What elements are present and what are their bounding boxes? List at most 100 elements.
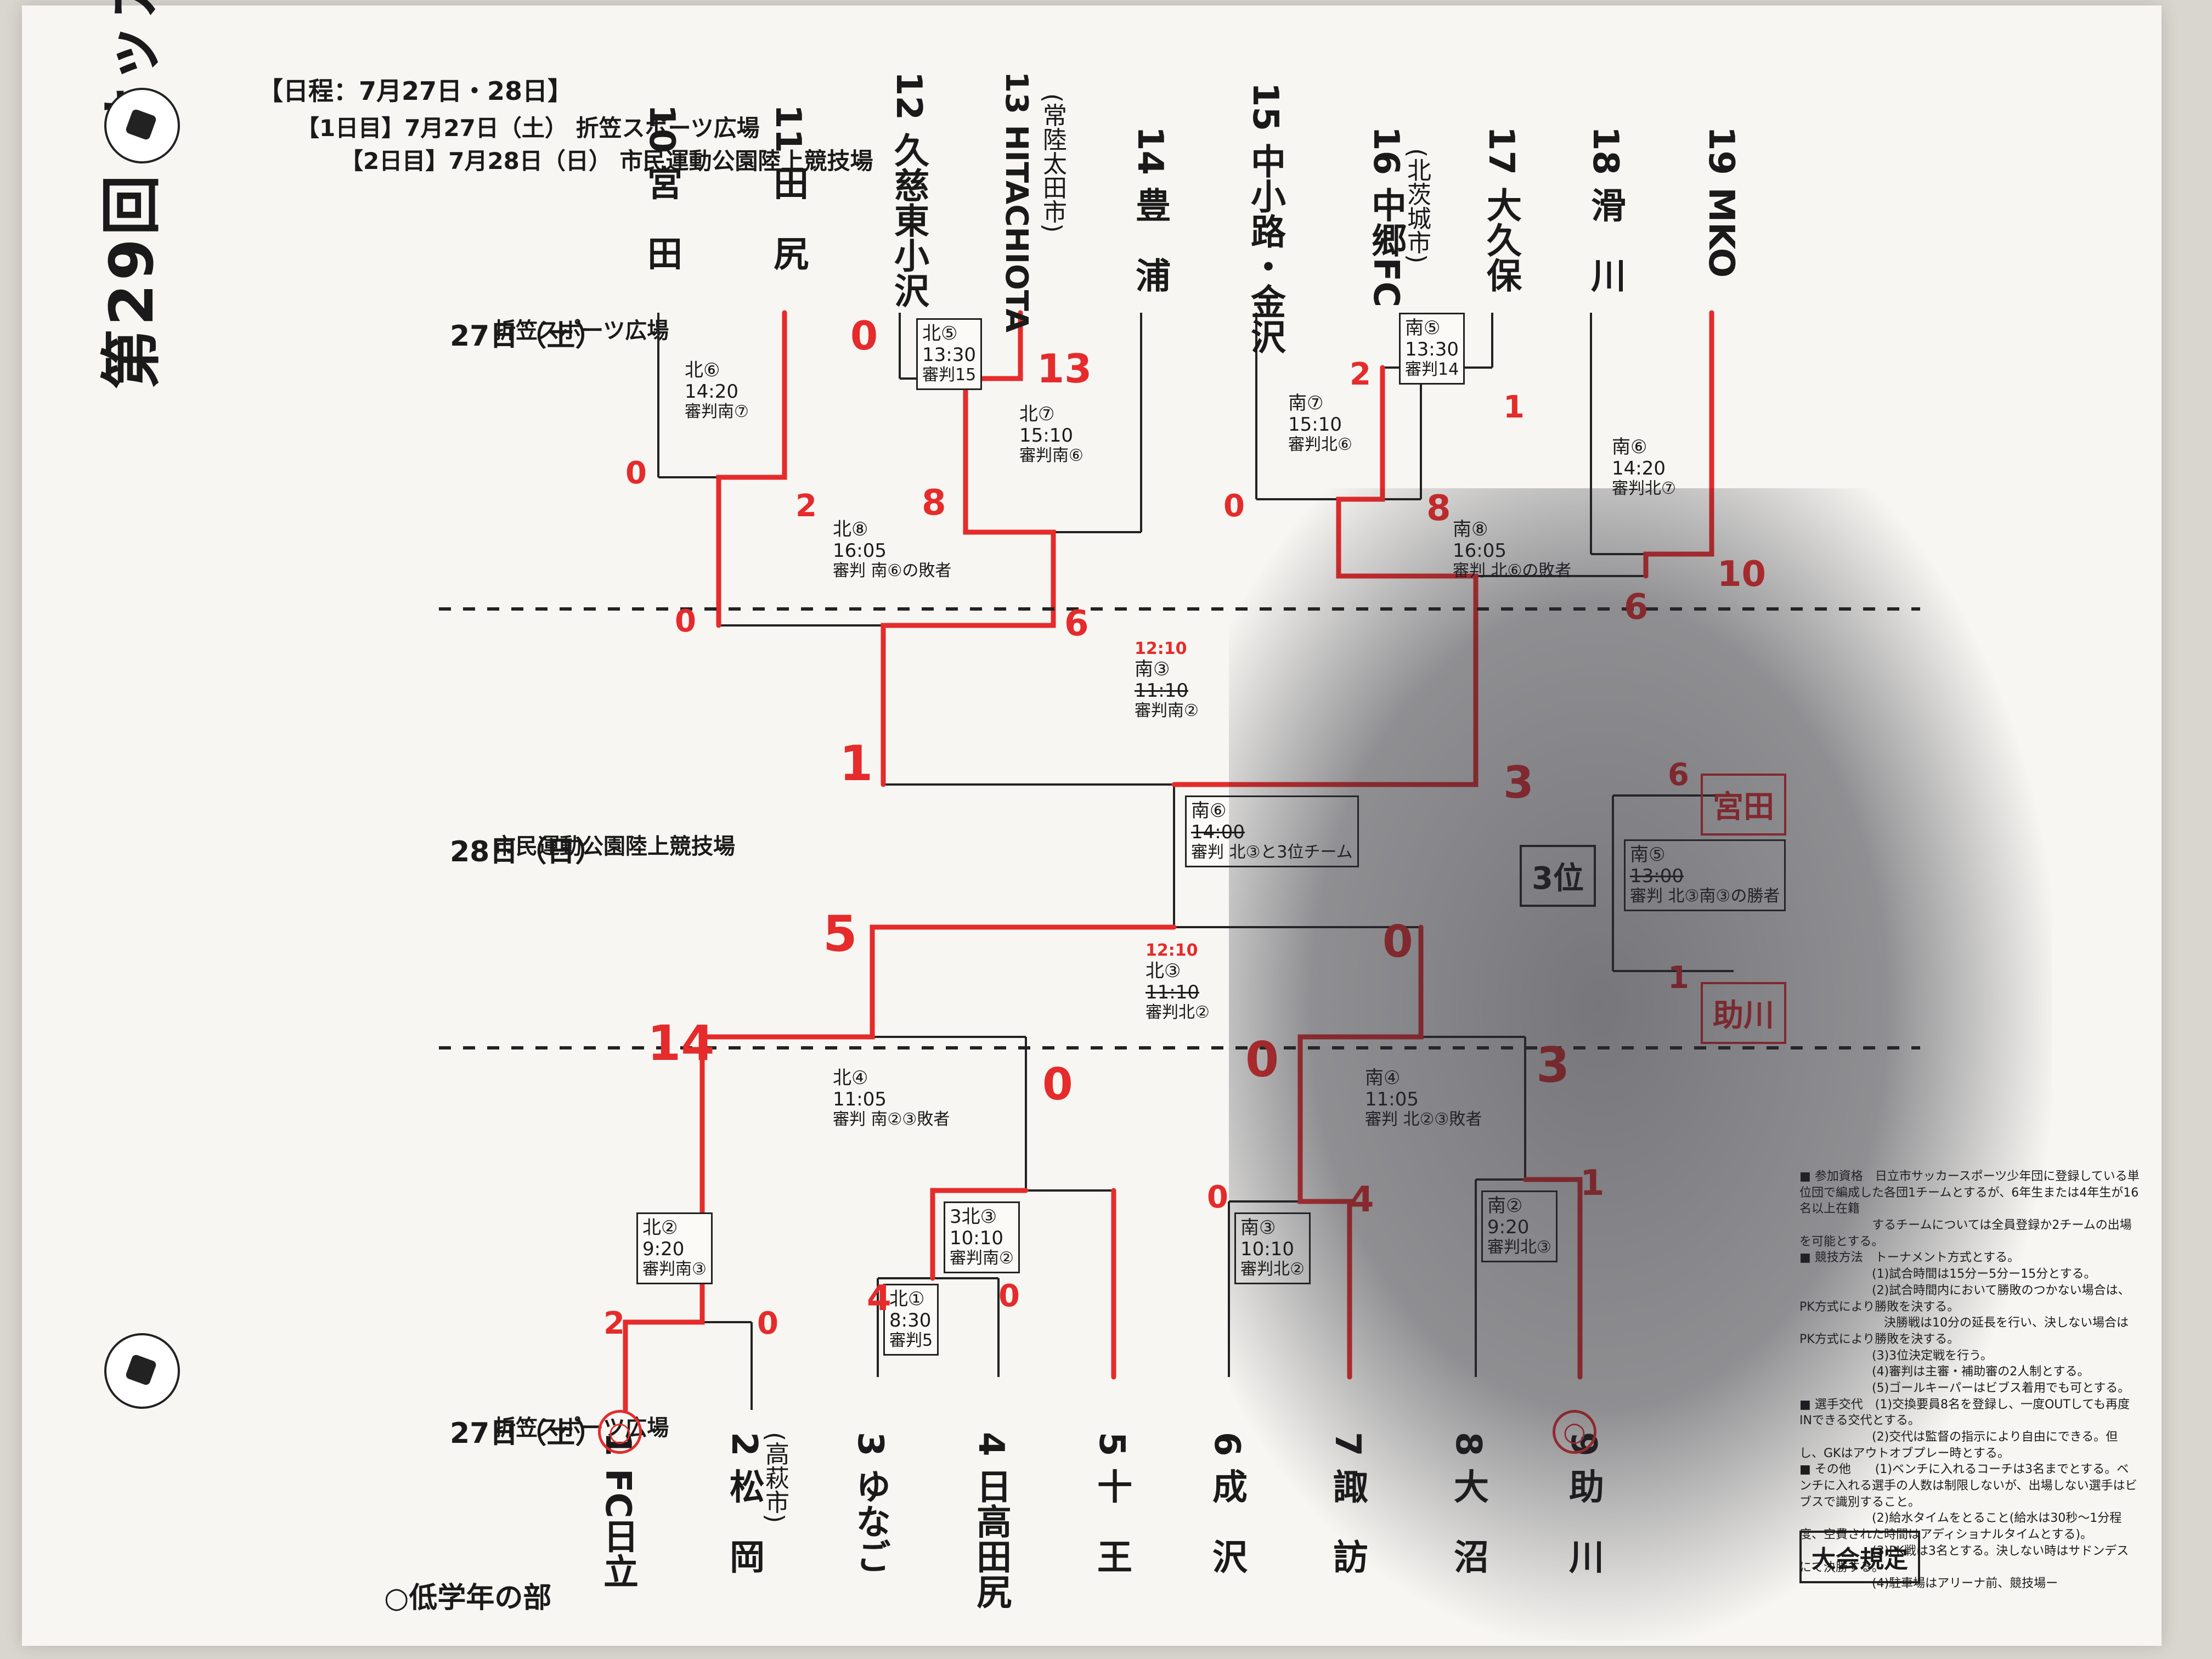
match-time-revised: 12:10 (1135, 639, 1187, 658)
match-referee: 審判南③ (642, 1260, 707, 1279)
match-referee: 審判 北⑥の敗者 (1453, 561, 1572, 581)
match-time: 13:30 (922, 344, 976, 366)
match-kita3: 3北③ 10:10 審判南② (944, 1201, 1020, 1273)
match-referee: 審判15 (922, 365, 977, 385)
score: 6 (1668, 757, 1689, 793)
score: 0 (1245, 1031, 1279, 1088)
match-kita3b: 12:10 北③ 11:10 審判北② (1141, 938, 1214, 1025)
third-place-label: 3位 (1520, 845, 1596, 907)
match-minami6: 南⑥ 14:20 審判北⑦ (1607, 433, 1680, 502)
team-name: 宮 田 (641, 165, 682, 271)
team-name: 滑 川 (1585, 187, 1626, 293)
team-city: (北茨城市) (1403, 148, 1431, 264)
match-time: 11:05 (833, 1088, 887, 1111)
match-time: 9:20 (642, 1238, 685, 1261)
team-number: 10 (641, 104, 682, 154)
score: 0 (850, 313, 878, 359)
match-court: 3北③ (950, 1206, 997, 1228)
rule-line: ■ 参加資格 日立市サッカースポーツ少年団に登録している単位団で編成した各団1チ… (1799, 1170, 2140, 1216)
match-referee: 審判南② (1135, 701, 1199, 720)
match-court: 北④ (833, 1067, 868, 1089)
match-minami4: 南④ 11:05 審判 北②③敗者 (1361, 1064, 1486, 1133)
score: 8 (1426, 488, 1451, 529)
rule-line: (2)給水タイムをとること(給水は30秒～1分程度、空費された時間はアディショナ… (1799, 1511, 2122, 1542)
rule-line: するチームについては全員登録か2チームの出場を可能とする。 (1799, 1218, 2132, 1249)
match-final: 南⑥ 14:00 審判 北③と3位チーム (1185, 795, 1359, 867)
venue-right-place: 折笠スポーツ広場 (494, 318, 669, 343)
rule-line: ■ その他 (1)ベンチに入れるコーチは3名までとする。ベンチに入れる選手の人数… (1799, 1463, 2137, 1509)
rule-line: (4)審判は主審・補助審の2人制とする。 (1799, 1365, 2090, 1379)
bracket-sheet: 第29回 サッカー 種目組合せ 【日程：7月27日・28日】 【1日目】7月27… (22, 0, 2162, 1646)
match-kita4: 北④ 11:05 審判 南②③敗者 (828, 1064, 954, 1133)
match-court: 南③ (1240, 1217, 1276, 1239)
team-name: 中郷FC (1365, 187, 1406, 308)
rule-line: ■ 競技方法 トーナメント方式とする。 (1799, 1251, 2020, 1265)
team-name: FC日立 (597, 1468, 638, 1589)
match-referee: 審判北③ (1487, 1238, 1551, 1257)
match-court: 南② (1487, 1195, 1523, 1217)
team-city: (常陸太田市) (1039, 93, 1066, 233)
match-time: 13:00 (1630, 865, 1684, 888)
score: 1 (1503, 390, 1525, 425)
rules-block: ■ 参加資格 日立市サッカースポーツ少年団に登録している単位団で編成した各団1チ… (1799, 1169, 2140, 1592)
rule-line: (5)ゴールキーパーはビブス着用でも可とする。 (1799, 1381, 2130, 1395)
team-name: 日高田尻 (970, 1468, 1011, 1609)
team-name: 十 王 (1091, 1468, 1132, 1574)
score: 0 (998, 1278, 1020, 1314)
venue-left-date: 27日（土） (450, 1417, 604, 1450)
venue-mid-place: 市民運動公園陸上競技場 (494, 834, 735, 859)
match-court: 北⑦ (1019, 403, 1055, 425)
score: 10 (1717, 554, 1767, 595)
match-referee: 審判北② (1240, 1260, 1305, 1279)
team-name: 豊 浦 (1130, 187, 1170, 293)
match-court: 北⑤ (922, 323, 958, 345)
rule-line: (2)試合時間内において勝敗のつかない場合は、PK方式により勝敗を決する。 (1799, 1283, 2130, 1314)
match-court: 南④ (1365, 1067, 1401, 1089)
rule-line: (1)試合時間は15分ー5分ー15分とする。 (1799, 1267, 2096, 1282)
team-number: 4 (970, 1432, 1011, 1457)
score: 2 (603, 1306, 625, 1341)
rule-line: (2)交代は監督の指示により自由にできる。但し、GKはアウトオブプレー時とする。 (1799, 1430, 2118, 1460)
soccer-ball-icon (104, 1333, 180, 1409)
team-name: HITACHIOTA (998, 125, 1034, 332)
match-court: 南⑧ (1453, 518, 1488, 540)
match-time: 15:10 (1019, 425, 1073, 447)
team-name: 大 沼 (1448, 1468, 1488, 1574)
match-kita1: 北① 8:30 審判5 (883, 1284, 939, 1356)
team-name: 中小路・金沢 (1245, 143, 1285, 354)
match-court: 南⑤ (1405, 317, 1441, 339)
match-time: 10:10 (1240, 1238, 1294, 1261)
score: 1 (1580, 1163, 1605, 1204)
team-name: 大久保 (1481, 187, 1521, 293)
score: 6 (1064, 603, 1089, 644)
team-number: 6 (1206, 1432, 1247, 1457)
match-time-revised: 12:10 (1146, 941, 1198, 960)
score: 0 (625, 455, 647, 491)
match-time: 16:05 (1453, 540, 1506, 562)
third-place-team-left: 助川 (1701, 982, 1786, 1044)
match-time: 11:10 (1146, 981, 1199, 1003)
team-name: 田 尻 (768, 165, 808, 271)
soccer-ball-icon (104, 88, 180, 163)
match-time: 9:20 (1487, 1216, 1530, 1239)
match-minami7: 南⑦ 15:10 審判北⑥ (1284, 390, 1357, 458)
match-time: 14:20 (1612, 458, 1666, 480)
score: 1 (1668, 960, 1689, 996)
match-kita7: 北⑦ 15:10 審判南⑥ (1015, 400, 1088, 469)
match-time: 13:30 (1405, 338, 1459, 361)
team-number: 3 (850, 1432, 890, 1457)
score: 4 (867, 1278, 891, 1319)
score: 0 (1383, 916, 1413, 967)
team-number: 7 (1327, 1432, 1368, 1457)
match-court: 北③ (1146, 960, 1181, 982)
team-number: 2 (724, 1432, 764, 1457)
match-court: 北① (889, 1288, 925, 1310)
team-number: 8 (1448, 1432, 1488, 1457)
day2-info: 【2日目】7月28日（日） 市民運動公園陸上競技場 (340, 148, 873, 174)
score: 1 (839, 735, 873, 792)
match-minami2: 南② 9:20 審判北③ (1481, 1190, 1558, 1262)
match-referee: 審判 南⑥の敗者 (833, 561, 952, 581)
match-referee: 審判5 (889, 1331, 933, 1351)
match-court: 北② (642, 1217, 678, 1239)
match-court: 南⑦ (1288, 392, 1324, 414)
